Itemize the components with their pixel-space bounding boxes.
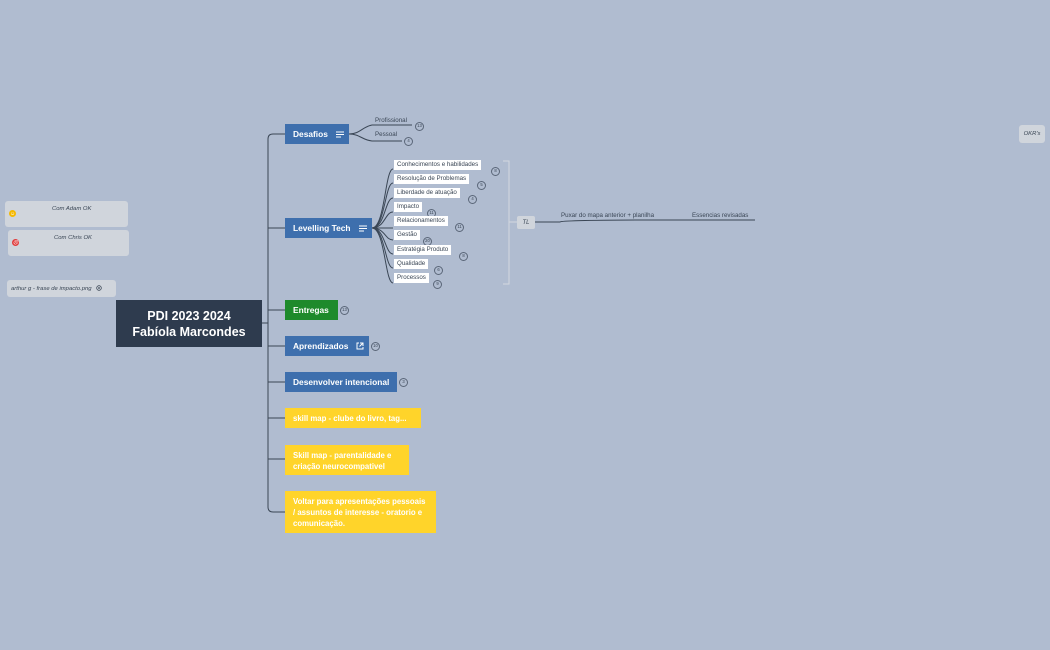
root-title-line1: PDI 2023 2024 bbox=[147, 308, 231, 323]
subtopic-estrategia[interactable]: Estratégia Produto bbox=[394, 245, 452, 255]
collapsed-count-badge[interactable]: 4 bbox=[404, 137, 413, 146]
floating-topic-label: Com Chris OK bbox=[54, 235, 92, 241]
collapsed-count-badge[interactable]: 9 bbox=[433, 280, 442, 289]
topic-label: Desenvolver intencional bbox=[293, 377, 390, 387]
summary-topic-tl[interactable]: TL bbox=[517, 216, 535, 229]
subtopic-relacionamentos[interactable]: Relacionamentos bbox=[394, 216, 448, 226]
subtopic-profissional[interactable]: Profissional bbox=[375, 117, 407, 124]
attachment-icon[interactable] bbox=[95, 284, 102, 293]
collapsed-count-badge[interactable]: 11 bbox=[455, 223, 464, 232]
subtopic-gestao[interactable]: Gestão bbox=[394, 230, 420, 240]
collapsed-count-badge[interactable]: 8 bbox=[491, 167, 500, 176]
topic-aprendizados[interactable]: Aprendizados bbox=[285, 336, 369, 356]
topic-label: Desafios bbox=[293, 129, 328, 139]
floating-topic-arthur[interactable]: arthur g - frase de impacto.png bbox=[7, 280, 116, 297]
topic-skill-map-parentalidade[interactable]: Skill map - parentalidade e criação neur… bbox=[285, 445, 409, 475]
summary-child[interactable]: Puxar do mapa anterior + planilha bbox=[561, 212, 655, 219]
floating-topic-label: Com Adam OK bbox=[52, 206, 92, 212]
subtopic-processos[interactable]: Processos bbox=[394, 273, 429, 283]
subtopic-conhecimentos[interactable]: Conhecimentos e habilidades bbox=[394, 160, 482, 170]
collapsed-count-badge[interactable]: 8 bbox=[459, 252, 468, 261]
topic-voltar-apresentacoes[interactable]: Voltar para apresentações pessoais / ass… bbox=[285, 491, 436, 533]
topic-desenvolver-intencional[interactable]: Desenvolver intencional bbox=[285, 372, 397, 392]
subtopic-impacto[interactable]: Impacto bbox=[394, 202, 423, 212]
floating-topic-label: OKR's bbox=[1023, 131, 1041, 137]
smiley-icon: ☺ bbox=[9, 210, 16, 217]
collapsed-count-badge[interactable]: 10 bbox=[371, 342, 380, 351]
collapsed-count-badge[interactable]: 3 bbox=[399, 378, 408, 387]
floating-topic-okrs[interactable]: OKR's bbox=[1019, 125, 1045, 143]
root-title-line2: Fabíola Marcondes bbox=[132, 324, 246, 339]
floating-topic-chris[interactable]: ☹ Com Chris OK bbox=[8, 230, 129, 256]
subtopic-pessoal[interactable]: Pessoal bbox=[375, 131, 398, 138]
topic-desafios[interactable]: Desafios bbox=[285, 124, 349, 144]
subtopic-resolucao[interactable]: Resolução de Problemas bbox=[394, 174, 470, 184]
collapsed-count-badge[interactable]: 5 bbox=[477, 181, 486, 190]
collapsed-count-badge[interactable]: 4 bbox=[468, 195, 477, 204]
collapsed-count-badge[interactable]: 13 bbox=[340, 306, 349, 315]
topic-label: Aprendizados bbox=[293, 341, 349, 351]
subtopic-qualidade[interactable]: Qualidade bbox=[394, 259, 429, 269]
floating-topic-adam[interactable]: ☺ Com Adam OK bbox=[5, 201, 128, 227]
notes-icon[interactable] bbox=[358, 225, 367, 232]
sad-face-icon: ☹ bbox=[12, 239, 19, 246]
topic-skill-map-clube[interactable]: skill map - clube do livro, tag... bbox=[285, 408, 421, 428]
collapsed-count-badge[interactable]: 6 bbox=[434, 266, 443, 275]
topic-label: Levelling Tech bbox=[293, 223, 351, 233]
root-topic[interactable]: PDI 2023 2024 Fabíola Marcondes bbox=[116, 300, 262, 347]
floating-topic-label: arthur g - frase de impacto.png bbox=[11, 285, 92, 292]
topic-entregas[interactable]: Entregas bbox=[285, 300, 338, 320]
topic-label: Entregas bbox=[293, 305, 329, 315]
topic-levelling-tech[interactable]: Levelling Tech bbox=[285, 218, 372, 238]
subtopic-liberdade[interactable]: Liberdade de atuação bbox=[394, 188, 460, 198]
notes-icon[interactable] bbox=[335, 131, 344, 138]
external-link-icon[interactable] bbox=[356, 342, 364, 350]
collapsed-count-badge[interactable]: 13 bbox=[415, 122, 424, 131]
summary-grandchild[interactable]: Essencias revisadas bbox=[692, 212, 749, 219]
